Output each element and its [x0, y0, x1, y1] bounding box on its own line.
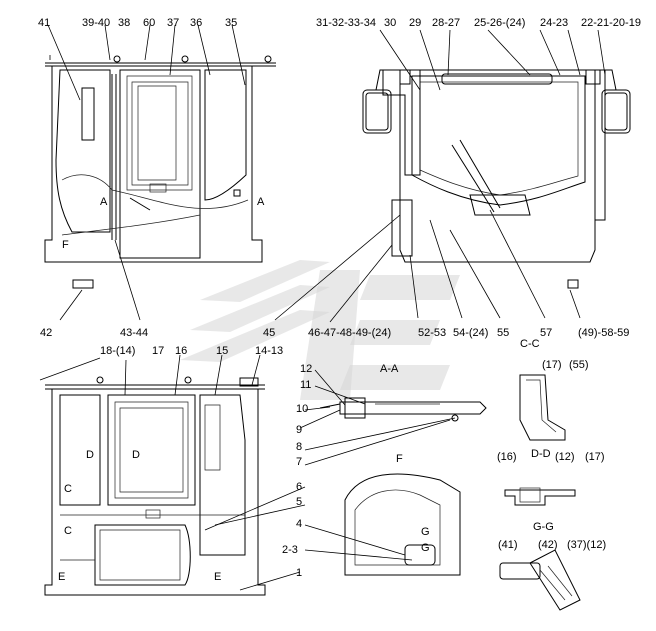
callout-41: 41 [38, 17, 50, 29]
callout-gg-42: (42) [538, 539, 558, 551]
callout-cc-17: (17) [542, 359, 562, 371]
callout-31-32-33-34: 31-32-33-34 [316, 17, 376, 29]
section-dd-detail [504, 487, 576, 506]
callout-8: 8 [296, 441, 302, 453]
callout-4: 4 [296, 518, 302, 530]
section-mark-a-right: A [257, 196, 265, 208]
callout-54-24: 54-(24) [453, 327, 488, 339]
callout-2-3: 2-3 [282, 544, 298, 556]
section-mark-a-left: A [100, 196, 108, 208]
section-f-detail [344, 473, 461, 576]
callout-46-47-48-49-24: 46-47-48-49-(24) [308, 327, 391, 339]
callout-9: 9 [296, 424, 302, 436]
callout-17: 17 [152, 345, 164, 357]
callout-60: 60 [143, 17, 155, 29]
callout-57: 57 [540, 327, 552, 339]
section-mark-c-top: C [64, 483, 72, 495]
callout-35: 35 [225, 17, 237, 29]
callout-7: 7 [296, 456, 302, 468]
callout-24-23: 24-23 [540, 17, 568, 29]
callout-30: 30 [384, 17, 396, 29]
callout-15: 15 [216, 345, 228, 357]
callout-cc-55: (55) [569, 359, 589, 371]
callout-dd-12: (12) [555, 451, 575, 463]
callout-6: 6 [296, 481, 302, 493]
callout-37: 37 [167, 17, 179, 29]
callout-52-53: 52-53 [418, 327, 446, 339]
section-mark-f: F [62, 239, 69, 251]
section-gg-detail [499, 549, 581, 611]
callout-1: 1 [296, 567, 302, 579]
section-mark-g-top: G [421, 526, 430, 538]
callout-42: 42 [40, 327, 52, 339]
callout-gg-41: (41) [498, 539, 518, 551]
section-mark-e-right: E [214, 571, 221, 583]
callout-43-44: 43-44 [120, 327, 148, 339]
section-title-cc: C-C [520, 338, 540, 350]
callout-10: 10 [296, 403, 308, 415]
callout-39-40: 39-40 [82, 17, 110, 29]
callout-55: 55 [497, 327, 509, 339]
callout-28-27: 28-27 [432, 17, 460, 29]
section-aa-detail [319, 397, 487, 422]
callout-12: 12 [300, 363, 312, 375]
section-mark-d-right: D [132, 449, 140, 461]
callout-18-14: 18-(14) [100, 345, 135, 357]
cab-side-view [44, 55, 276, 289]
callout-45: 45 [263, 327, 275, 339]
callout-29: 29 [409, 17, 421, 29]
section-title-gg: G-G [533, 521, 554, 533]
section-title-aa: A-A [380, 363, 399, 375]
callout-38: 38 [118, 17, 130, 29]
callout-dd-17: (17) [585, 451, 605, 463]
leader-lines [39, 24, 606, 591]
callout-25-26-24: 25-26-(24) [474, 17, 525, 29]
callout-dd-16: (16) [497, 451, 517, 463]
cab-front-view [44, 376, 266, 596]
callout-49-58-59: (49)-58-59 [578, 327, 629, 339]
section-title-dd: D-D [531, 448, 551, 460]
callout-gg-37-12: (37)(12) [567, 539, 606, 551]
callout-11: 11 [300, 379, 311, 391]
callout-22-21-20-19: 22-21-20-19 [581, 17, 641, 29]
callout-36: 36 [190, 17, 202, 29]
cab-rear-view [362, 69, 631, 289]
callout-5: 5 [296, 496, 302, 508]
callout-14-13: 14-13 [255, 345, 283, 357]
section-cc-detail [519, 374, 566, 441]
section-mark-c-bottom: C [64, 525, 72, 537]
section-mark-g-bottom: G [421, 542, 430, 554]
section-mark-d-left: D [86, 449, 94, 461]
section-mark-e-left: E [58, 571, 65, 583]
callout-16: 16 [175, 345, 187, 357]
watermark-logo [180, 260, 460, 400]
section-title-f: F [396, 453, 403, 465]
